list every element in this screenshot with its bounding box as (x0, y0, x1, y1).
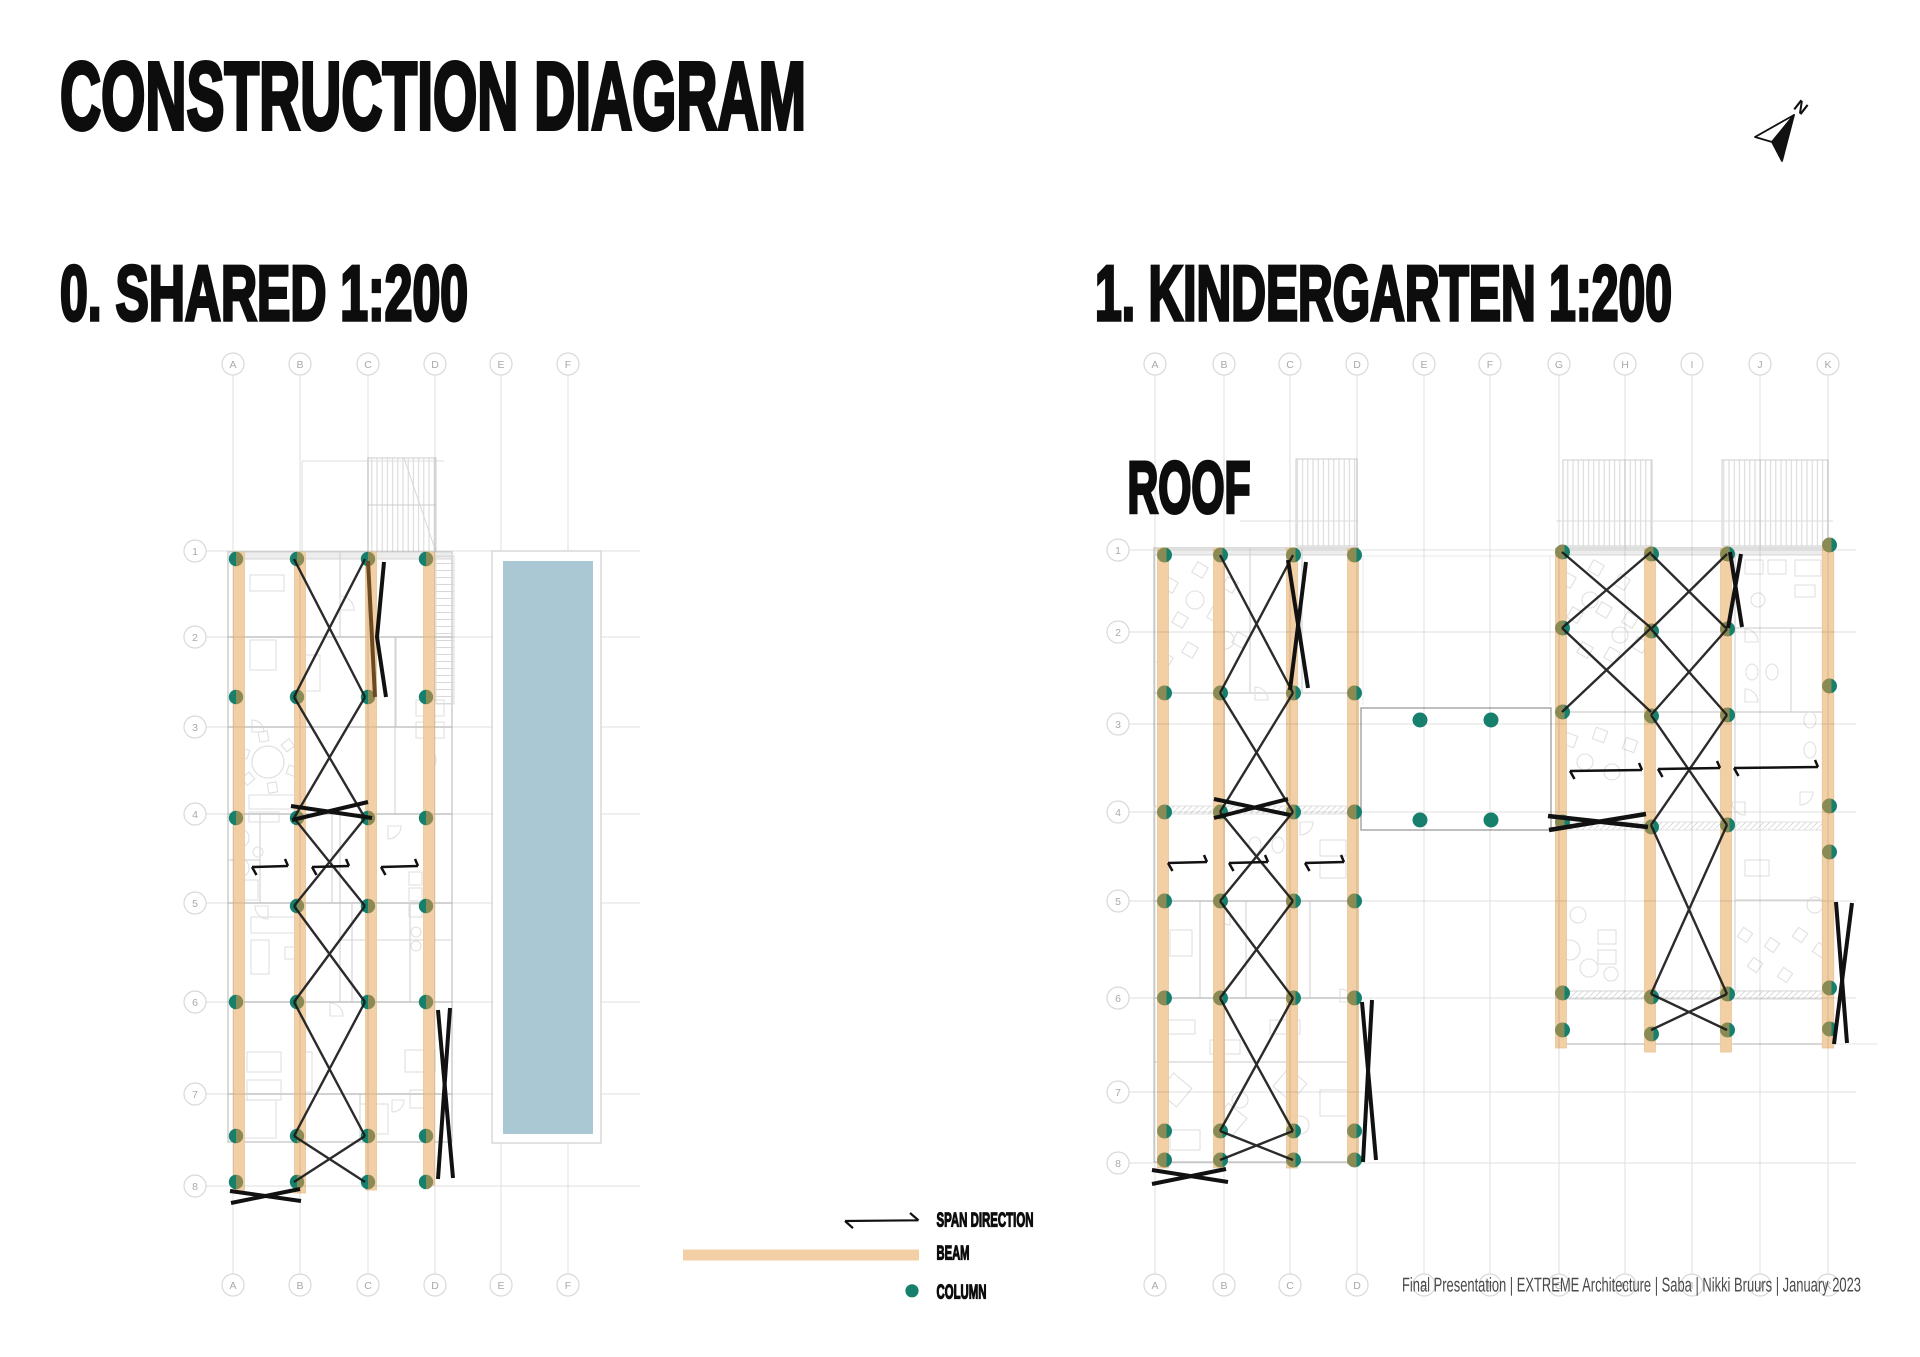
svg-text:B: B (296, 359, 303, 371)
svg-text:J: J (1757, 359, 1762, 371)
svg-text:F: F (565, 359, 571, 371)
svg-text:4: 4 (192, 809, 198, 821)
svg-text:F: F (565, 1280, 571, 1292)
svg-text:BEAM: BEAM (937, 1243, 970, 1265)
svg-text:5: 5 (192, 898, 198, 910)
svg-text:CONSTRUCTION DIAGRAM: CONSTRUCTION DIAGRAM (60, 43, 806, 150)
svg-text:B: B (1220, 359, 1227, 371)
svg-text:C: C (1286, 359, 1294, 371)
svg-text:C: C (364, 1280, 372, 1292)
svg-text:A: A (1151, 359, 1158, 371)
svg-text:ROOF: ROOF (1128, 448, 1251, 529)
svg-text:G: G (1555, 1280, 1563, 1292)
svg-text:F: F (1487, 359, 1493, 371)
svg-text:A: A (229, 359, 236, 371)
svg-text:E: E (497, 359, 504, 371)
svg-text:I: I (1691, 359, 1694, 371)
svg-text:1: 1 (192, 546, 198, 558)
svg-text:3: 3 (1115, 719, 1121, 731)
svg-text:H: H (1621, 1280, 1629, 1292)
svg-text:F: F (1487, 1280, 1493, 1292)
svg-text:SPAN DIRECTION: SPAN DIRECTION (937, 1210, 1034, 1232)
svg-text:D: D (1353, 359, 1361, 371)
svg-text:5: 5 (1115, 896, 1121, 908)
svg-text:J: J (1757, 1280, 1762, 1292)
svg-text:8: 8 (192, 1181, 198, 1193)
svg-text:H: H (1621, 359, 1629, 371)
svg-text:6: 6 (192, 997, 198, 1009)
svg-text:Final Presentation | EXTREME A: Final Presentation | EXTREME Architectur… (1402, 1275, 1861, 1297)
svg-text:0. SHARED 1:200: 0. SHARED 1:200 (60, 249, 468, 337)
svg-text:E: E (497, 1280, 504, 1292)
svg-text:G: G (1555, 359, 1563, 371)
svg-text:K: K (1824, 359, 1831, 371)
svg-text:1: 1 (1115, 545, 1121, 557)
svg-text:A: A (229, 1280, 236, 1292)
svg-text:I: I (1691, 1280, 1694, 1292)
svg-text:D: D (431, 359, 439, 371)
svg-text:2: 2 (1115, 627, 1121, 639)
svg-text:E: E (1420, 1280, 1427, 1292)
svg-text:A: A (1151, 1280, 1158, 1292)
svg-text:C: C (364, 359, 372, 371)
svg-text:7: 7 (1115, 1087, 1121, 1099)
svg-text:COLUMN: COLUMN (937, 1282, 987, 1304)
svg-text:2: 2 (192, 632, 198, 644)
svg-text:D: D (1353, 1280, 1361, 1292)
svg-text:4: 4 (1115, 807, 1121, 819)
svg-text:7: 7 (192, 1089, 198, 1101)
svg-text:B: B (1220, 1280, 1227, 1292)
svg-text:8: 8 (1115, 1158, 1121, 1170)
svg-text:1. KINDERGARTEN 1:200: 1. KINDERGARTEN 1:200 (1095, 249, 1672, 337)
svg-text:B: B (296, 1280, 303, 1292)
svg-text:E: E (1420, 359, 1427, 371)
svg-text:3: 3 (192, 722, 198, 734)
svg-text:D: D (431, 1280, 439, 1292)
svg-text:6: 6 (1115, 993, 1121, 1005)
svg-text:K: K (1824, 1280, 1831, 1292)
svg-text:C: C (1286, 1280, 1294, 1292)
